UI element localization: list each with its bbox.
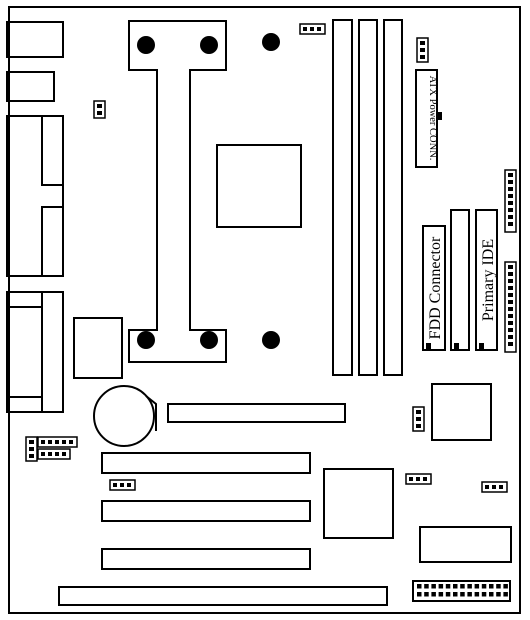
primary-ide-connector [475, 209, 498, 351]
header-pin [438, 584, 444, 589]
secondary-ide-pin1-mark [454, 343, 459, 349]
io-controller-chip [431, 383, 492, 441]
mounting-holes [137, 33, 280, 349]
secondary-ide-connector [450, 209, 470, 351]
header-pin [489, 592, 494, 597]
header-pin [481, 584, 487, 589]
pci-slot-3 [101, 548, 311, 570]
header-pin [496, 584, 501, 589]
fdd-connector-label: FDD Connector [427, 236, 444, 339]
dimm-slot [332, 19, 353, 376]
io-port-stack-middle [6, 115, 64, 277]
header-pin [474, 592, 480, 597]
jumper-header [93, 100, 106, 119]
jumper-header [412, 406, 425, 432]
atx-latch [437, 112, 442, 120]
cpu-retention-frame [128, 20, 227, 363]
jumper-header [109, 479, 136, 491]
header-pin [481, 592, 487, 597]
pin-strip [504, 169, 517, 233]
io-port-top [6, 21, 64, 58]
isa-slot [58, 586, 388, 606]
jumper-header [405, 473, 432, 485]
io-port-usb [6, 71, 55, 102]
header-pin [431, 584, 436, 589]
jumper-header [37, 436, 78, 448]
jumper-header [37, 448, 71, 460]
mounting-hole [262, 33, 280, 51]
io-port-stack-lower [6, 291, 64, 413]
header-pin [496, 592, 501, 597]
header-pin [445, 592, 451, 597]
atx-power-label: ATX Power CONN. [427, 76, 438, 161]
mounting-hole [262, 331, 280, 349]
edge-pin-strips [504, 169, 517, 353]
jumper-header [481, 481, 508, 493]
header-pin [460, 584, 465, 589]
front-panel-header-pins [417, 584, 508, 597]
fdd-pin1-mark [426, 343, 431, 349]
header-pin [417, 584, 422, 589]
header-pin [503, 584, 508, 589]
header-pin [467, 592, 472, 597]
header-pin [453, 592, 458, 597]
header-pin [424, 592, 429, 597]
header-pin [503, 592, 508, 597]
mounting-hole [137, 36, 155, 54]
header-pin [453, 584, 458, 589]
bios-chip [419, 526, 512, 563]
header-pin [424, 584, 429, 589]
header-pin [474, 584, 480, 589]
jumper-header [25, 436, 38, 462]
mounting-hole [200, 36, 218, 54]
south-bridge-chip [323, 468, 394, 539]
header-pin [489, 584, 494, 589]
header-pin [417, 592, 422, 597]
board-outline [8, 6, 521, 614]
jumper-header [299, 23, 326, 35]
header-pin [467, 584, 472, 589]
memory-slots [332, 19, 403, 376]
header-pin [431, 592, 436, 597]
pci-slot-2 [101, 500, 311, 522]
cmos-battery [93, 385, 157, 447]
fdd-connector [422, 225, 446, 351]
north-bridge-chip [216, 144, 302, 228]
jumpers [25, 23, 508, 493]
header-pin [445, 584, 451, 589]
pin-strip [504, 261, 517, 353]
dimm-slot [383, 19, 403, 376]
jumper-header [416, 37, 429, 63]
header-pin [438, 592, 444, 597]
pci-slot-1 [101, 452, 311, 474]
agp-slot [167, 403, 346, 423]
primary-ide-pin1-mark [479, 343, 484, 349]
header-pin [460, 592, 465, 597]
mounting-hole [137, 331, 155, 349]
dimm-slot [358, 19, 378, 376]
mounting-hole [200, 331, 218, 349]
primary-ide-label: Primary IDE [480, 239, 497, 321]
clock-chip [73, 317, 123, 379]
front-panel-header [412, 580, 511, 602]
